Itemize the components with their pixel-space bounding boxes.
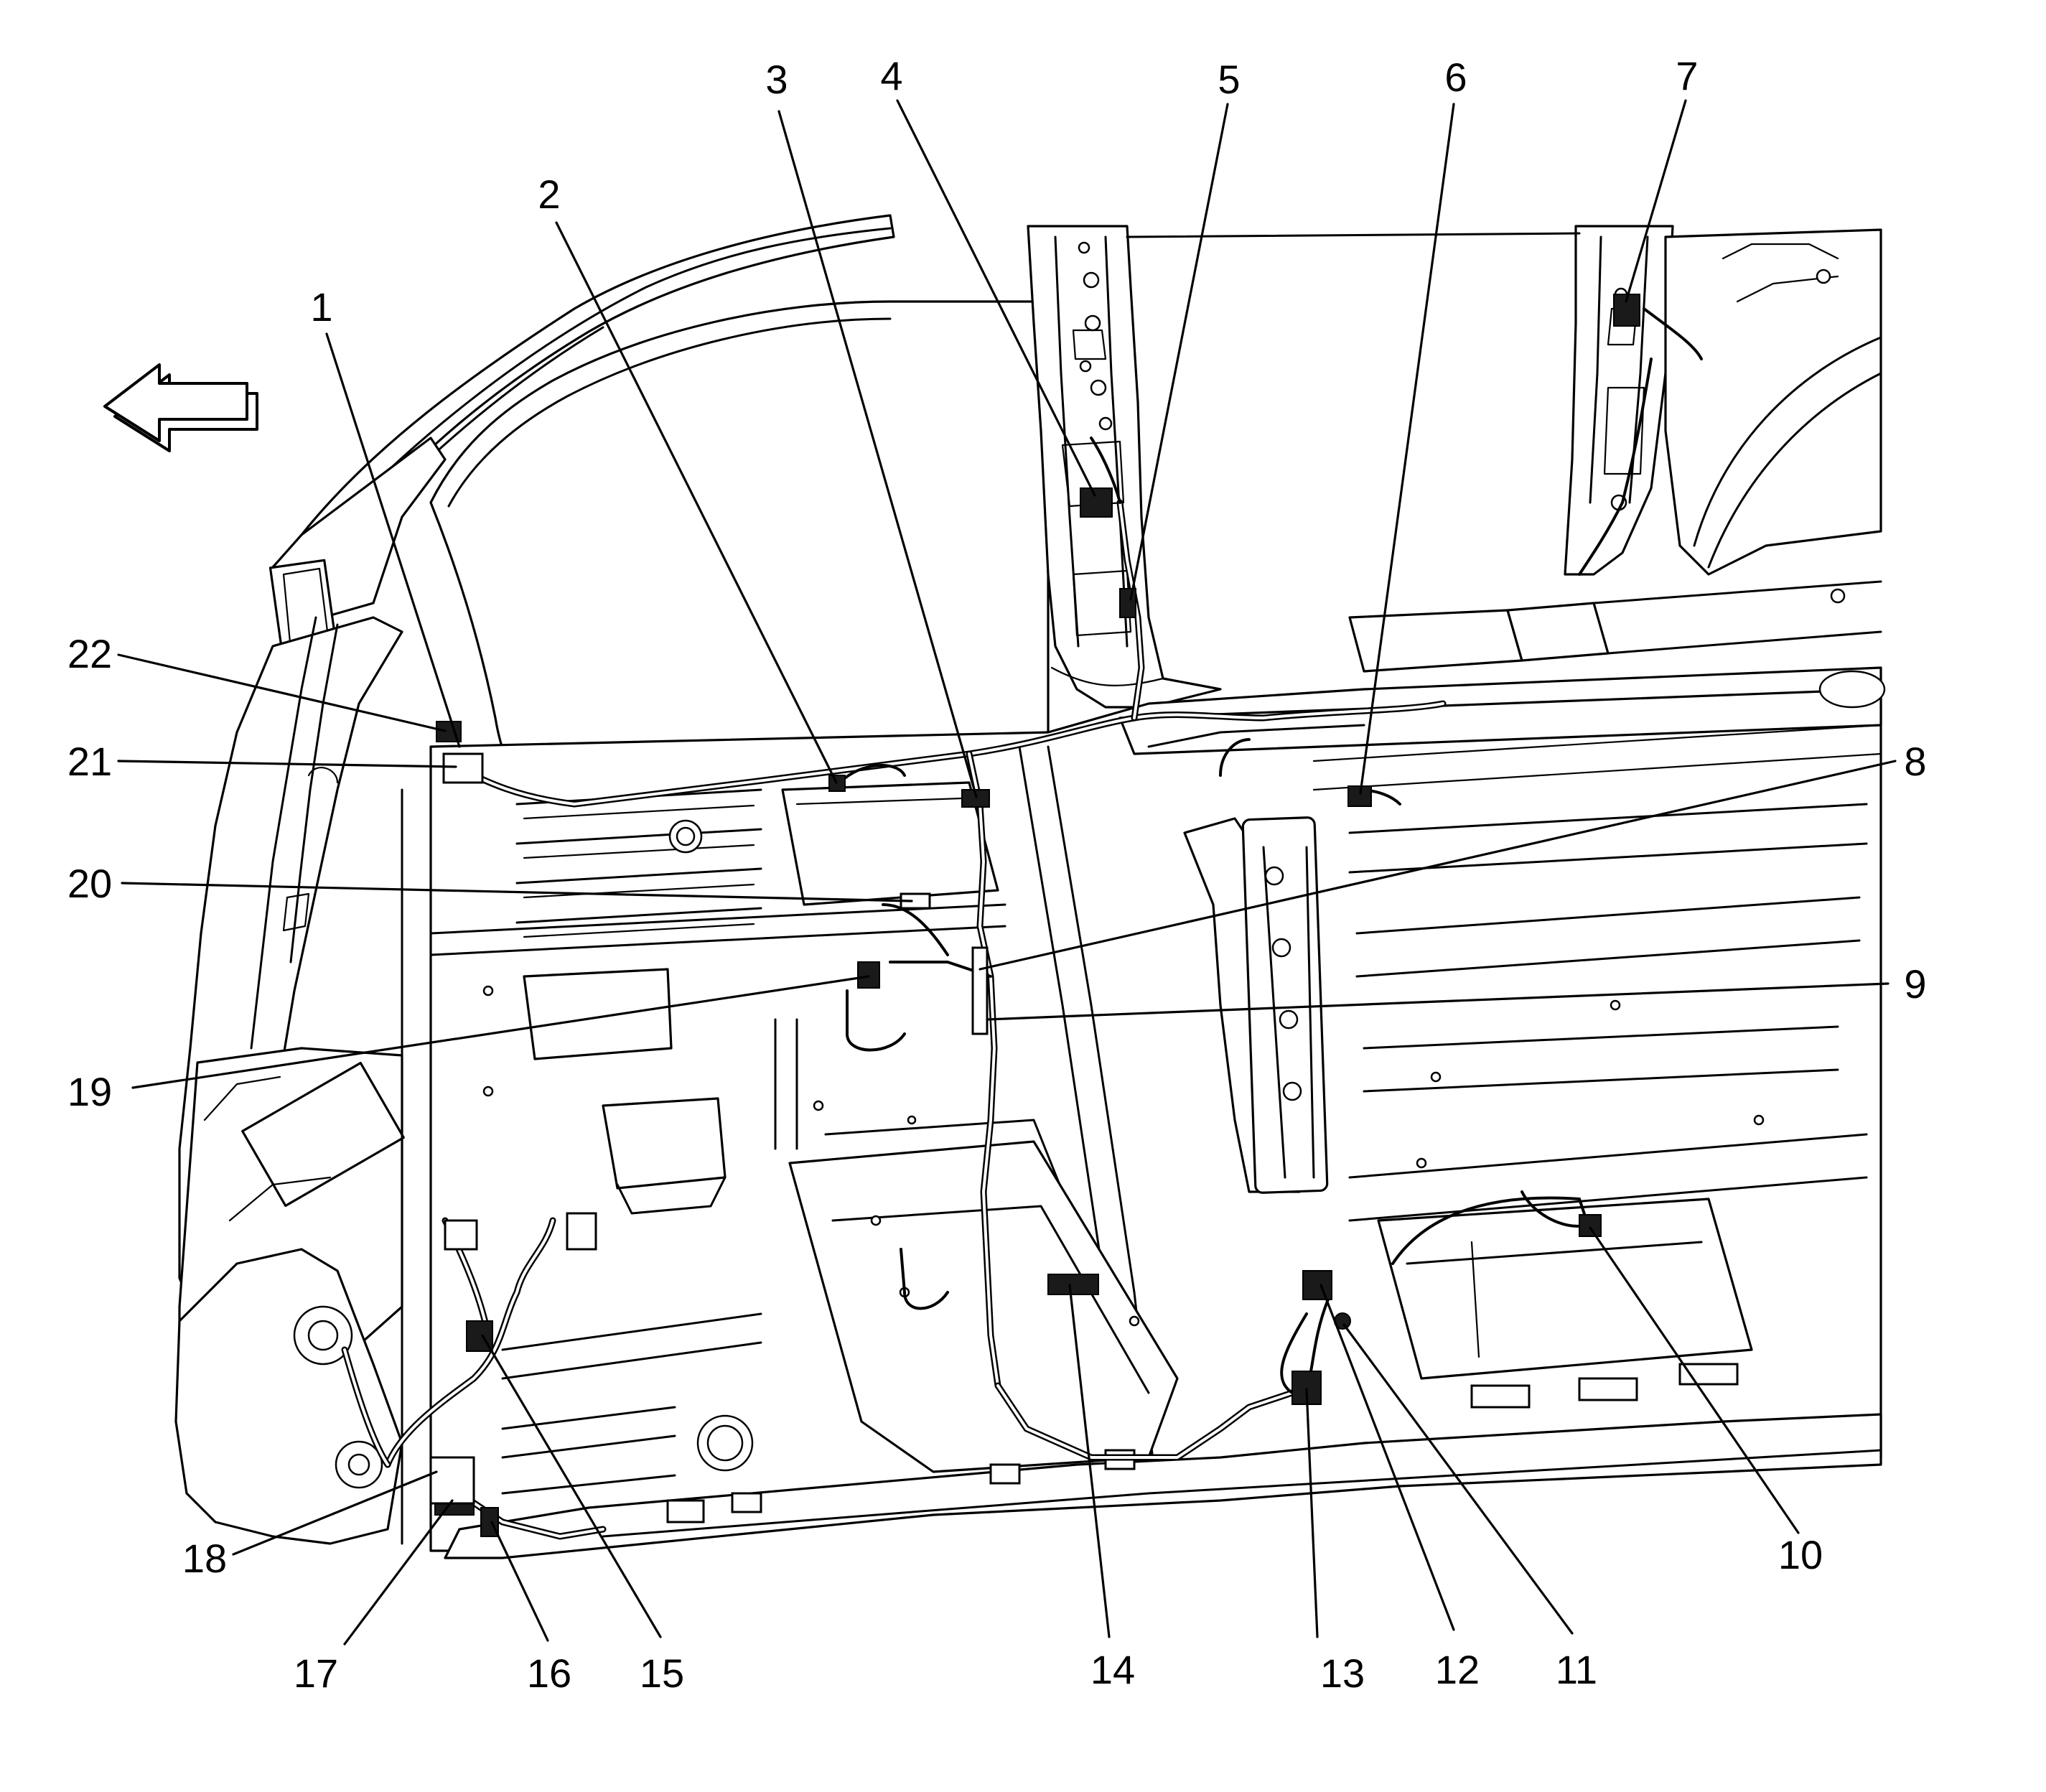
callout-9: 9: [1904, 961, 1926, 1007]
connector-4: [1080, 487, 1113, 518]
connector-misc-2: [444, 1219, 478, 1251]
callout-8: 8: [1904, 739, 1926, 784]
callout-19: 19: [67, 1069, 112, 1114]
callout-16: 16: [527, 1651, 571, 1696]
callout-13: 13: [1320, 1651, 1365, 1696]
callout-3: 3: [765, 57, 788, 102]
left-arrow-icon: [103, 363, 258, 452]
body-structure: [174, 214, 1886, 1559]
connector-8: [971, 946, 989, 1035]
callout-7: 7: [1676, 53, 1698, 98]
callout-labels: 1 2 3 4 5 6 7 8 9 10 11 12 13 14 15 16 1…: [67, 53, 1927, 1696]
connector-6: [1347, 785, 1372, 807]
callout-10: 10: [1778, 1532, 1823, 1577]
callout-14: 14: [1090, 1647, 1135, 1692]
callout-18: 18: [182, 1536, 227, 1581]
leader-lines: [117, 99, 1897, 1646]
connector-21: [442, 752, 484, 784]
callout-2: 2: [538, 172, 560, 217]
connector-12: [1302, 1270, 1332, 1300]
callout-5: 5: [1218, 57, 1240, 102]
wiring-harness: [341, 307, 1703, 1540]
connector-5: [1119, 588, 1136, 618]
callout-21: 21: [67, 739, 112, 784]
connector-18: [429, 1456, 475, 1505]
connector-19: [857, 961, 880, 989]
callout-12: 12: [1435, 1647, 1480, 1692]
callout-4: 4: [880, 53, 902, 98]
callout-15: 15: [640, 1651, 684, 1696]
callout-6: 6: [1444, 55, 1467, 100]
connector-misc: [566, 1212, 597, 1251]
callout-22: 22: [67, 631, 112, 676]
connector-14: [1047, 1274, 1099, 1295]
callout-20: 20: [67, 861, 112, 906]
callout-1: 1: [310, 284, 332, 330]
connectors: [429, 294, 1640, 1537]
connector-10: [1579, 1214, 1602, 1237]
callout-11: 11: [1556, 1647, 1597, 1692]
callout-17: 17: [294, 1651, 338, 1696]
